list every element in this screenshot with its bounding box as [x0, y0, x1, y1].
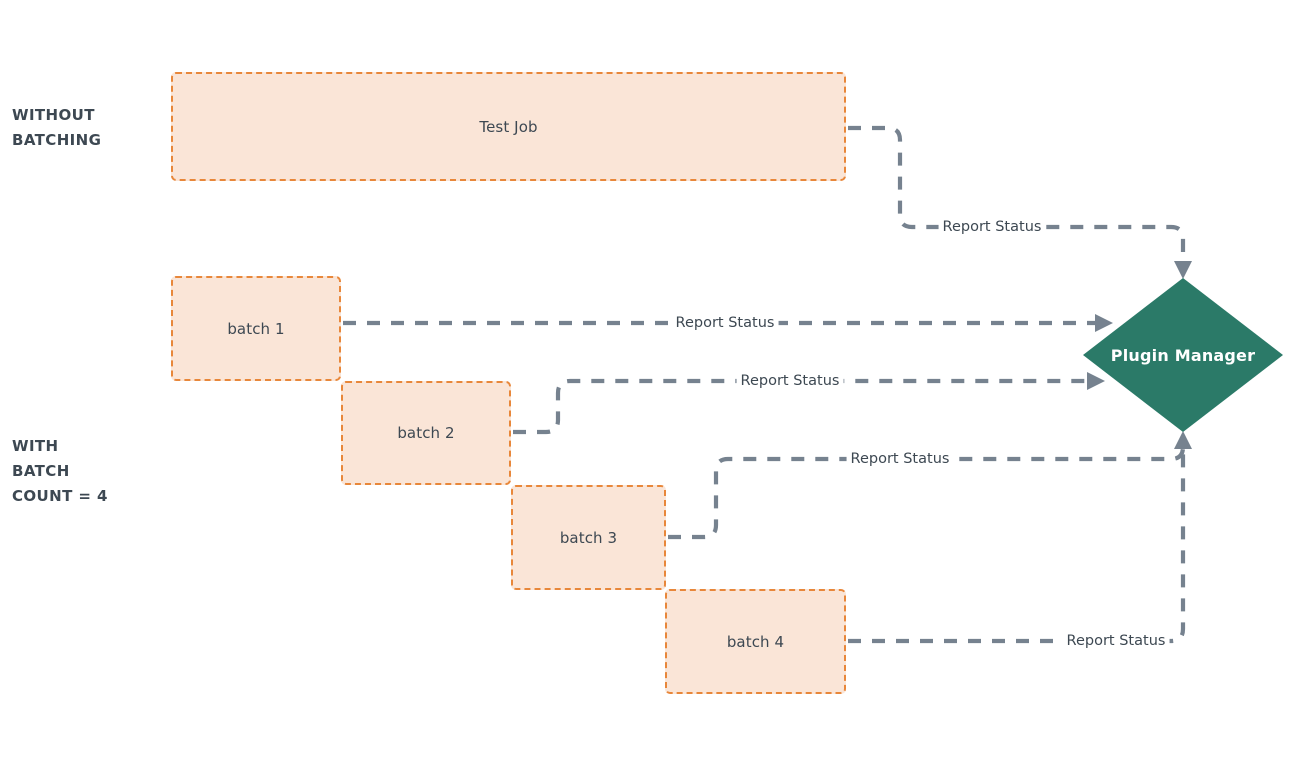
connector-test-job-to-plugin-manager: [848, 125, 1186, 266]
node-batch-4-label: batch 4: [726, 632, 785, 651]
arrowhead-batches-bottom: [1174, 431, 1192, 449]
section-label-with-batch-count: WITH BATCH COUNT = 4: [12, 437, 108, 505]
edge-label-batch-1: Report Status: [671, 315, 779, 331]
edge-label-batch-4: Report Status: [1062, 633, 1170, 649]
node-batch-2-label: batch 2: [397, 424, 455, 442]
connector-batch-3-to-plugin-manager: [668, 446, 1186, 540]
arrowhead-batch-1: [1095, 314, 1113, 332]
node-batch-3-label: batch 3: [559, 528, 618, 547]
diamond-shape: [1083, 278, 1283, 432]
node-test-job[interactable]: Test Job: [171, 72, 846, 181]
node-plugin-manager[interactable]: Plugin Manager: [1083, 278, 1283, 432]
node-batch-3[interactable]: batch 3: [511, 485, 666, 590]
node-test-job-label: Test Job: [479, 117, 538, 136]
arrowhead-test-job: [1174, 261, 1192, 279]
node-batch-2[interactable]: batch 2: [341, 381, 511, 485]
edge-label-batch-3: Report Status: [846, 451, 954, 467]
edge-label-test-job: Report Status: [938, 219, 1046, 235]
node-batch-4[interactable]: batch 4: [665, 589, 846, 694]
arrowhead-batch-2: [1087, 372, 1105, 390]
node-batch-1[interactable]: batch 1: [171, 276, 341, 381]
edge-label-batch-2: Report Status: [736, 373, 844, 389]
node-batch-1-label: batch 1: [227, 319, 285, 338]
connector-batch-4-to-plugin-manager: [848, 446, 1186, 644]
section-label-without-batching: WITHOUT BATCHING: [12, 106, 102, 149]
